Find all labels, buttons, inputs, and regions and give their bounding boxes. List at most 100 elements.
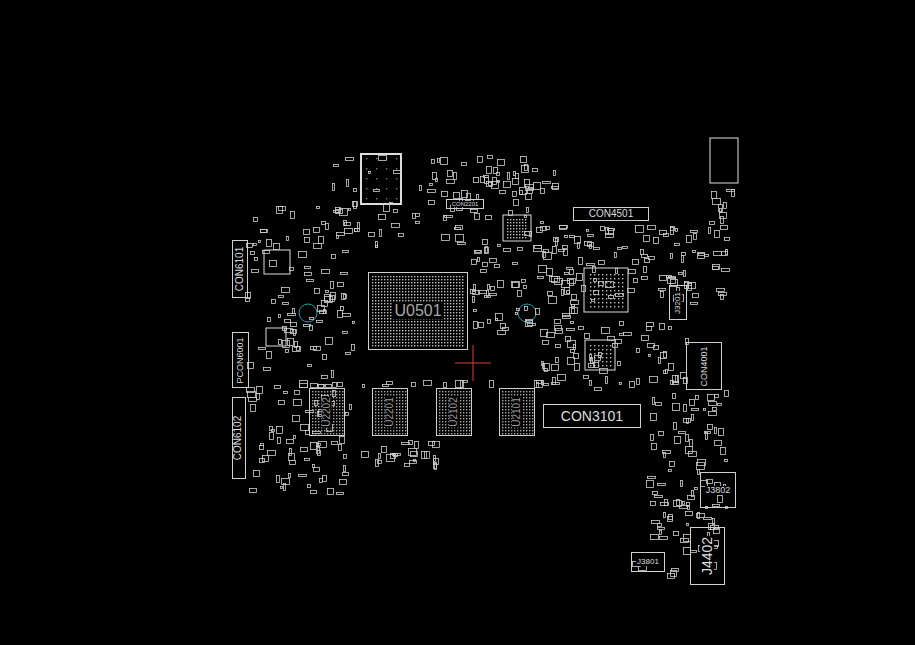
ball-pad (417, 300, 418, 301)
ball-pad (378, 309, 379, 310)
ball-pad (384, 303, 385, 304)
ball-pad (402, 427, 403, 428)
ball-pad (457, 430, 458, 431)
ball-pad (459, 291, 460, 292)
ball-pad (405, 294, 406, 295)
ball-pad (384, 282, 385, 283)
ball-pad (507, 219, 508, 220)
ball-pad (448, 433, 449, 434)
smd-pad (341, 273, 348, 275)
ball-pad (429, 342, 430, 343)
ball-pad (333, 397, 334, 398)
ball-pad (598, 274, 599, 275)
smd-pad (688, 284, 692, 291)
ball-pad (435, 285, 436, 286)
smd-pad (498, 281, 504, 288)
ball-pad (511, 430, 512, 431)
smd-pad (311, 347, 317, 350)
ball-pad (336, 418, 337, 419)
inductor-block (361, 154, 401, 204)
smd-pad (308, 485, 311, 488)
smd-pad (318, 451, 321, 456)
ball-pad (441, 276, 442, 277)
smd-pad (272, 300, 276, 304)
ball-pad (402, 424, 403, 425)
smd-pad (283, 303, 289, 305)
ball-pad (447, 306, 448, 307)
ball-pad (622, 298, 623, 299)
ball-pad (453, 282, 454, 283)
ball-pad (375, 285, 376, 286)
ball-pad (622, 286, 623, 287)
ball-pad (519, 219, 520, 220)
ball-pad (602, 274, 603, 275)
ball-pad (529, 433, 530, 434)
smd-pad (264, 368, 271, 371)
ball-pad (622, 278, 623, 279)
ball-pad (336, 415, 337, 416)
ball-pad (502, 394, 503, 395)
ball-grid (375, 391, 406, 434)
smd-pad (616, 294, 624, 297)
smd-pad (283, 327, 287, 331)
smd-pad (293, 309, 295, 314)
ball-pad (453, 309, 454, 310)
ball-pad (594, 274, 595, 275)
ball-pad (459, 303, 460, 304)
ball-pad (532, 427, 533, 428)
ball-pad (372, 333, 373, 334)
ball-pad (432, 327, 433, 328)
ball-pad (463, 391, 464, 392)
ball-pad (439, 394, 440, 395)
ball-pad (429, 276, 430, 277)
ball-pad (387, 318, 388, 319)
ball-pad (339, 394, 340, 395)
ball-pad (453, 333, 454, 334)
ball-pad (508, 415, 509, 416)
ball-pad (375, 294, 376, 295)
ball-pad (378, 427, 379, 428)
ball-pad (375, 418, 376, 419)
ball-pad (439, 415, 440, 416)
ball-pad (405, 430, 406, 431)
smd-pad (518, 291, 522, 297)
ball-pad (411, 339, 412, 340)
ball-pad (459, 339, 460, 340)
ball-pad (439, 424, 440, 425)
ball-pad (460, 394, 461, 395)
ball-pad (312, 403, 313, 404)
ball-pad (447, 339, 448, 340)
ball-pad (390, 342, 391, 343)
ball-pad (381, 309, 382, 310)
ball-pad (312, 394, 313, 395)
ball-pad (532, 424, 533, 425)
ball-pad (390, 321, 391, 322)
ball-pad (456, 291, 457, 292)
ball-pad (378, 409, 379, 410)
smd-pad (536, 309, 540, 315)
smd-pad (248, 392, 256, 398)
ball-pad (444, 294, 445, 295)
ball-pad (463, 400, 464, 401)
smd-pad (340, 437, 345, 444)
ball-pad (414, 300, 415, 301)
ball-pad (405, 433, 406, 434)
ball-pad (375, 345, 376, 346)
ball-pad (463, 415, 464, 416)
ball-pad (423, 300, 424, 301)
ball-pad (429, 327, 430, 328)
smd-pad (564, 250, 568, 256)
smd-pad (416, 222, 420, 224)
ball-pad (426, 300, 427, 301)
ball-pad (423, 294, 424, 295)
ball-pad (429, 282, 430, 283)
ball-pad (456, 300, 457, 301)
smd-pad (498, 245, 501, 247)
ball-pad (417, 321, 418, 322)
smd-pad (346, 413, 349, 416)
smd-pad (486, 216, 492, 220)
ball-pad (387, 315, 388, 316)
ball-pad (417, 345, 418, 346)
ball-pad (417, 333, 418, 334)
ball-pad (405, 279, 406, 280)
